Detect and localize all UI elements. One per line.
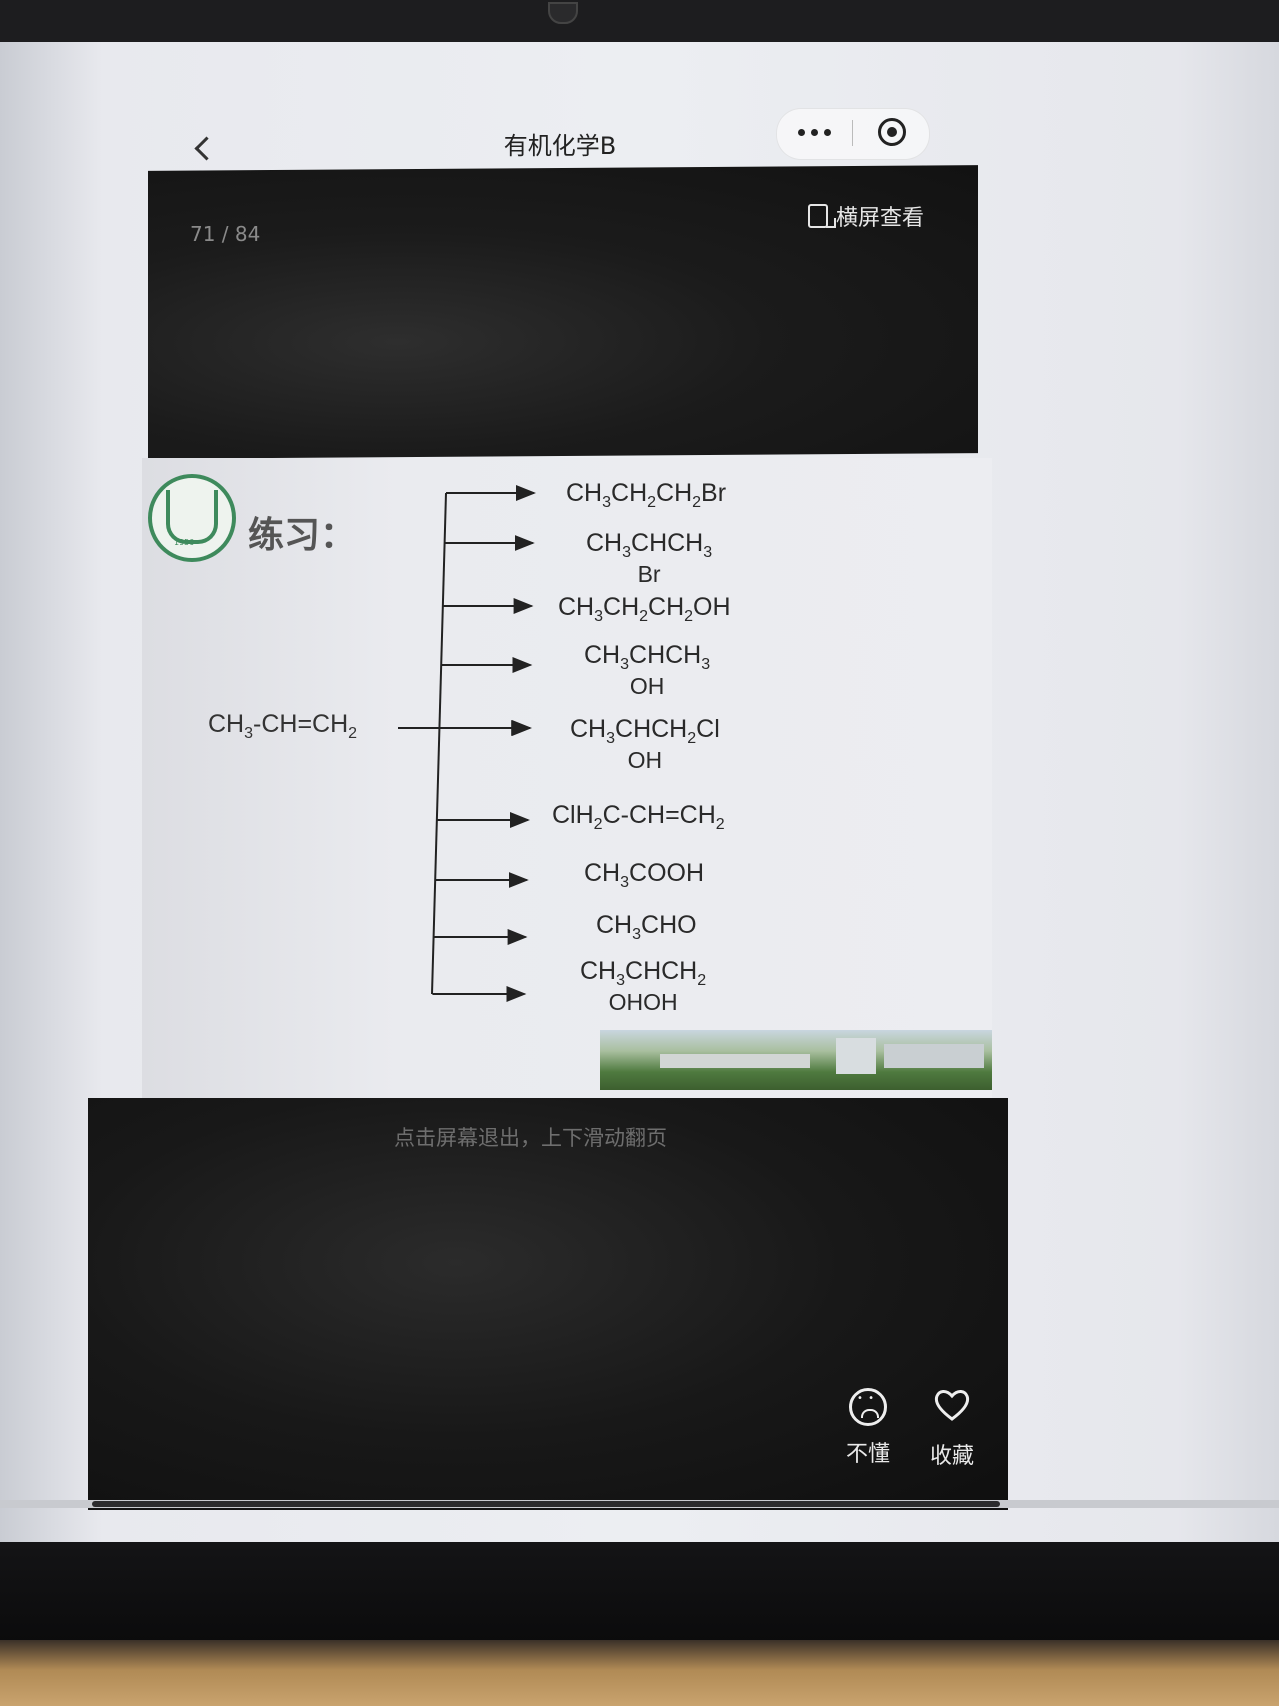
formula-subscript: 2 bbox=[348, 725, 358, 742]
formula-part: COOH bbox=[629, 859, 705, 887]
building-shape bbox=[836, 1038, 876, 1074]
formula-part: CH bbox=[603, 593, 640, 621]
formula-subscript: 2 bbox=[647, 494, 657, 511]
logo-emblem bbox=[166, 490, 218, 544]
formula-part: CHCH bbox=[625, 957, 698, 985]
formula-part: CH bbox=[656, 479, 693, 507]
formula-subscript: 3 bbox=[244, 725, 254, 742]
formula-part: CH bbox=[566, 479, 603, 507]
formula-subscript: 3 bbox=[602, 494, 612, 511]
formula-part: CHCH bbox=[631, 529, 704, 557]
not-understood-label: 不懂 bbox=[845, 1442, 890, 1467]
formula-substituent: Br bbox=[637, 560, 661, 587]
formula-part: Br bbox=[701, 479, 727, 507]
formula-subscript: 3 bbox=[594, 608, 604, 625]
formula-part: CH bbox=[580, 957, 617, 985]
formula-substituent: OH bbox=[629, 672, 665, 699]
formula-part: ClH bbox=[552, 801, 594, 829]
formula-substituent: OH bbox=[627, 746, 663, 773]
logo-year: 1950 bbox=[174, 538, 195, 547]
formula-part: CH bbox=[570, 715, 607, 743]
device-bezel bbox=[0, 1542, 1279, 1642]
building-shape bbox=[660, 1054, 810, 1068]
formula-part: CHCH bbox=[615, 715, 688, 743]
formula-part: CHO bbox=[641, 911, 697, 939]
campus-photo bbox=[600, 1030, 992, 1090]
target-close-icon[interactable] bbox=[878, 118, 906, 146]
formula-part: CH bbox=[611, 479, 648, 507]
product-formula: CH3CH2CH2Br bbox=[566, 479, 727, 512]
page-counter: 71 / 84 bbox=[190, 222, 261, 246]
formula-part: CH bbox=[586, 529, 623, 557]
reactant-formula: CH3-CH=CH2 bbox=[208, 710, 357, 743]
camera-notch bbox=[548, 2, 578, 24]
formula-subscript: 2 bbox=[639, 608, 649, 625]
sad-face-icon bbox=[849, 1388, 887, 1426]
formula-substituent: OHOH bbox=[608, 988, 678, 1015]
formula-subscript: 2 bbox=[715, 816, 725, 833]
formula-part: CH bbox=[584, 859, 621, 887]
viewer-bottom-area[interactable] bbox=[88, 1098, 1008, 1510]
formula-subscript: 3 bbox=[622, 544, 632, 561]
formula-part: -CH=CH bbox=[253, 710, 349, 738]
landscape-view-button[interactable]: 横屏查看 bbox=[808, 200, 924, 232]
product-formula: CH3CHO bbox=[596, 911, 697, 944]
exercise-title: 练习： bbox=[248, 515, 357, 556]
product-formula: CH3CH2CH2OH bbox=[558, 593, 731, 626]
building-shape bbox=[884, 1044, 984, 1068]
rotate-screen-icon bbox=[808, 204, 836, 228]
formula-part: CH bbox=[208, 710, 245, 738]
formula-subscript: 2 bbox=[692, 494, 702, 511]
heart-icon bbox=[934, 1390, 970, 1421]
formula-subscript: 3 bbox=[606, 730, 616, 747]
product-formula: CH3COOH bbox=[584, 859, 705, 892]
formula-subscript: 3 bbox=[616, 972, 626, 989]
formula-subscript: 3 bbox=[703, 544, 713, 561]
landscape-view-label: 横屏查看 bbox=[836, 206, 925, 231]
formula-part: CHCH bbox=[629, 641, 702, 669]
slide-page[interactable] bbox=[142, 458, 992, 1098]
formula-subscript: 2 bbox=[687, 730, 697, 747]
not-understood-button[interactable]: 不懂 bbox=[838, 1388, 898, 1468]
formula-part: CH bbox=[596, 911, 633, 939]
formula-subscript: 2 bbox=[697, 972, 707, 989]
formula-part: OH bbox=[693, 593, 731, 621]
formula-part: CH bbox=[648, 593, 685, 621]
formula-part: CH bbox=[584, 641, 621, 669]
more-dots-icon[interactable] bbox=[798, 126, 834, 138]
university-logo: 1950 bbox=[148, 474, 236, 562]
formula-subscript: 2 bbox=[684, 608, 694, 625]
product-formula: ClH2C-CH=CH2 bbox=[552, 801, 725, 834]
formula-subscript: 3 bbox=[632, 926, 642, 943]
navigation-hint: 点击屏幕退出，上下滑动翻页 bbox=[394, 1126, 667, 1150]
formula-part: C-CH=CH bbox=[602, 801, 716, 829]
formula-subscript: 3 bbox=[620, 874, 630, 891]
desk-surface bbox=[0, 1640, 1279, 1706]
formula-part: Cl bbox=[696, 715, 720, 743]
formula-subscript: 3 bbox=[701, 656, 711, 673]
favorite-button[interactable]: 收藏 bbox=[922, 1388, 982, 1470]
favorite-label: 收藏 bbox=[929, 1444, 974, 1469]
formula-subscript: 2 bbox=[593, 816, 603, 833]
formula-subscript: 3 bbox=[620, 656, 630, 673]
formula-part: CH bbox=[558, 593, 595, 621]
page-title: 有机化学B bbox=[503, 132, 617, 160]
page-progress-fill bbox=[92, 1501, 1000, 1507]
capsule-divider bbox=[852, 120, 853, 146]
